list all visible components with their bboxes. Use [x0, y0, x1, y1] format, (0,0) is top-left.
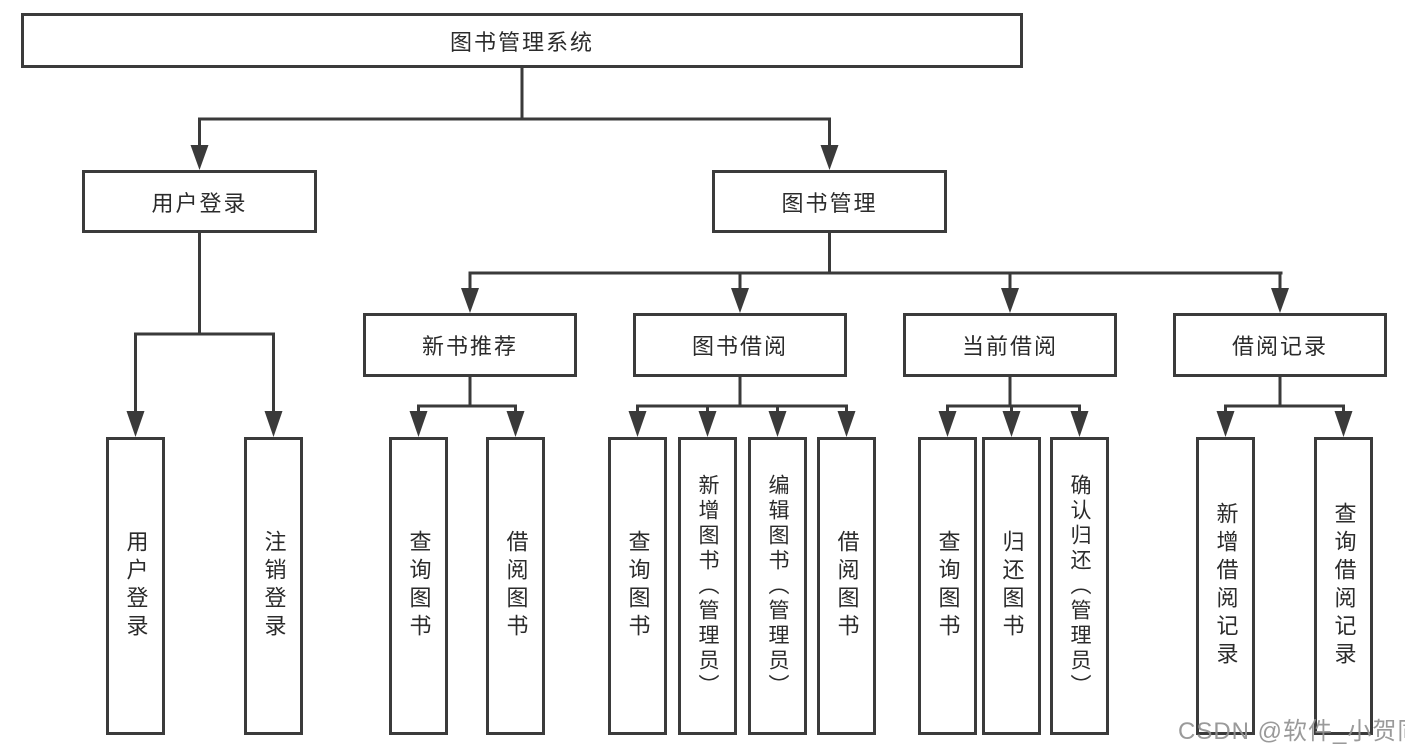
- leaf-return-book: 归还图书: [982, 437, 1041, 735]
- arrowhead: [409, 411, 428, 437]
- connector-borrow-record-children: [1216, 375, 1353, 437]
- node-current-borrowing: 当前借阅: [903, 313, 1117, 377]
- connector-user-login-children: [126, 231, 283, 437]
- leaf-add-book-admin: 新增图书（管理员）: [678, 437, 737, 735]
- arrowhead: [820, 145, 839, 170]
- arrowhead: [126, 411, 145, 437]
- leaf-query-books-recommend: 查询图书: [389, 437, 448, 735]
- connector-new-book-children: [409, 375, 525, 437]
- leaf-user-login: 用户登录: [106, 437, 165, 735]
- arrowhead: [837, 411, 856, 437]
- connector-book-borrow-children: [628, 375, 856, 437]
- csdn-watermark: CSDN @软件_小贺同学: [1178, 718, 1405, 745]
- leaf-query-borrow-record: 查询借阅记录: [1314, 437, 1373, 735]
- leaf-borrow-books-recommend: 借阅图书: [486, 437, 545, 735]
- leaf-query-books-borrowing: 查询图书: [608, 437, 667, 735]
- leaf-borrow-books-borrowing: 借阅图书: [817, 437, 876, 735]
- leaf-add-borrow-record: 新增借阅记录: [1196, 437, 1255, 735]
- arrowhead: [768, 411, 787, 437]
- node-book-management: 图书管理: [712, 170, 947, 233]
- arrowhead: [264, 411, 283, 437]
- arrowhead: [1334, 411, 1353, 437]
- arrowhead: [1001, 288, 1019, 313]
- leaf-logout: 注销登录: [244, 437, 303, 735]
- arrowhead: [461, 288, 479, 313]
- connector-book-mgmt-to-level3: [461, 231, 1289, 313]
- leaf-confirm-return-admin: 确认归还（管理员）: [1050, 437, 1109, 735]
- node-borrowing-records: 借阅记录: [1173, 313, 1387, 377]
- connector-current-borrow-children: [938, 375, 1089, 437]
- arrowhead: [731, 288, 749, 313]
- node-book-borrowing: 图书借阅: [633, 313, 847, 377]
- arrowhead: [1271, 288, 1289, 313]
- node-new-book-recommend: 新书推荐: [363, 313, 577, 377]
- arrowhead: [190, 145, 209, 170]
- connector-root-to-level2: [190, 66, 839, 170]
- node-user-login: 用户登录: [82, 170, 317, 233]
- node-library-system: 图书管理系统: [21, 13, 1023, 68]
- arrowhead: [1002, 411, 1021, 437]
- arrowhead: [1070, 411, 1089, 437]
- arrowhead: [1216, 411, 1235, 437]
- arrowhead: [938, 411, 957, 437]
- arrowhead: [698, 411, 717, 437]
- leaf-query-books-current: 查询图书: [918, 437, 977, 735]
- leaf-edit-book-admin: 编辑图书（管理员）: [748, 437, 807, 735]
- arrowhead: [628, 411, 647, 437]
- arrowhead: [506, 411, 525, 437]
